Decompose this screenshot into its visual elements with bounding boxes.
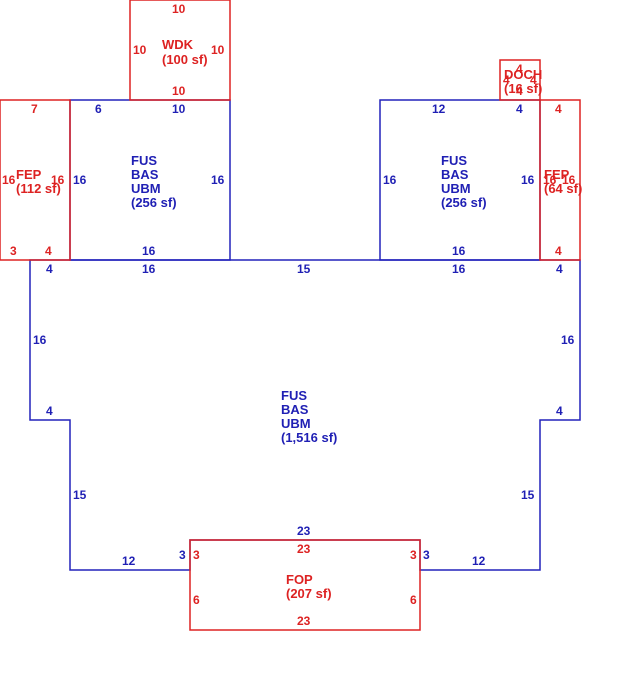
fep-left-area: (112 sf) (16, 181, 61, 196)
fep-right-dim-top: 4 (555, 102, 562, 116)
fep-left-dim-bottom-left: 3 (10, 244, 17, 258)
fep-right-area: (64 sf) (544, 181, 582, 196)
fop-area: (207 sf) (286, 586, 332, 601)
main-dim-notch-top: 23 (297, 524, 311, 538)
right-wing-code-3: UBM (441, 181, 471, 196)
main-dim-notch-right: 3 (423, 548, 430, 562)
fop-dim-left: 6 (193, 593, 200, 607)
fep-left-dim-right: 16 (51, 173, 65, 187)
right-wing-dim-top-left: 12 (432, 102, 446, 116)
main-code-3: UBM (281, 416, 311, 431)
fep-right-dim-left: 16 (543, 173, 557, 187)
fop-dim-right-top: 3 (410, 548, 417, 562)
doch-code: DOCH (504, 67, 542, 82)
main-code-2: BAS (281, 402, 309, 417)
fop-outline (189, 539, 421, 631)
right-wing-code-2: BAS (441, 167, 469, 182)
main-dim-right-step: 4 (556, 404, 563, 418)
main-dim-left-upper: 16 (33, 333, 47, 347)
main-dim-top-left-step: 4 (46, 262, 53, 276)
main-code-1: FUS (281, 388, 307, 403)
fep-left-dim-top: 7 (31, 102, 38, 116)
wdk-dim-bottom: 10 (172, 84, 186, 98)
main-dim-bottom-right: 12 (472, 554, 486, 568)
fop-dim-left-top: 3 (193, 548, 200, 562)
fep-right-code: FEP (544, 167, 570, 182)
fop-dim-top: 23 (297, 542, 311, 556)
main-dim-left-lower: 15 (73, 488, 87, 502)
left-wing-code-3: UBM (131, 181, 161, 196)
main-dim-bottom-left: 12 (122, 554, 136, 568)
doch-dim-top: 4 (516, 62, 523, 76)
doch-dim-left: 4 (503, 73, 510, 87)
doch-outline (499, 59, 541, 101)
left-wing-code-2: BAS (131, 167, 159, 182)
left-wing-area: (256 sf) (131, 195, 177, 210)
right-wing-code-1: FUS (441, 153, 467, 168)
fop-code: FOP (286, 572, 313, 587)
wdk-area: (100 sf) (162, 52, 208, 67)
main-dim-top-middle: 15 (297, 262, 311, 276)
doch-area: (16 sf) (504, 81, 542, 96)
main-dim-top-left: 16 (142, 262, 156, 276)
left-wing-dim-left: 16 (73, 173, 87, 187)
right-wing-dim-bottom: 16 (452, 244, 466, 258)
main-dim-top-right: 16 (452, 262, 466, 276)
fep-right-dim-right: 16 (562, 173, 576, 187)
wdk-dim-right: 10 (211, 43, 225, 57)
right-wing-dim-left: 16 (383, 173, 397, 187)
main-dim-notch-left: 3 (179, 548, 186, 562)
doch-dim-right: 4 (530, 73, 537, 87)
fep-left-dim-left: 16 (2, 173, 16, 187)
main-dim-right-upper: 16 (561, 333, 575, 347)
left-wing-dim-right: 16 (211, 173, 225, 187)
doch-dim-bottom: 4 (516, 84, 523, 98)
fep-right-outline (539, 99, 581, 261)
main-dim-right-lower: 15 (521, 488, 535, 502)
left-wing-dim-top-left: 6 (95, 102, 102, 116)
wdk-dim-top: 10 (172, 2, 186, 16)
left-wing-code-1: FUS (131, 153, 157, 168)
wdk-outline (129, 0, 231, 101)
fop-dim-bottom: 23 (297, 614, 311, 628)
fep-right-dim-bottom: 4 (555, 244, 562, 258)
right-wing-dim-right: 16 (521, 173, 535, 187)
right-wing-area: (256 sf) (441, 195, 487, 210)
fep-left-outline (0, 99, 71, 261)
fep-left-dim-bottom-right: 4 (45, 244, 52, 258)
wdk-dim-left: 10 (133, 43, 147, 57)
wdk-code: WDK (162, 37, 194, 52)
main-area: (1,516 sf) (281, 430, 337, 445)
left-wing-dim-bottom: 16 (142, 244, 156, 258)
main-dim-top-right-step: 4 (556, 262, 563, 276)
fop-dim-right: 6 (410, 593, 417, 607)
left-wing-dim-top-right: 10 (172, 102, 186, 116)
right-wing-dim-top-right: 4 (516, 102, 523, 116)
main-dim-left-step: 4 (46, 404, 53, 418)
fep-left-code: FEP (16, 167, 42, 182)
